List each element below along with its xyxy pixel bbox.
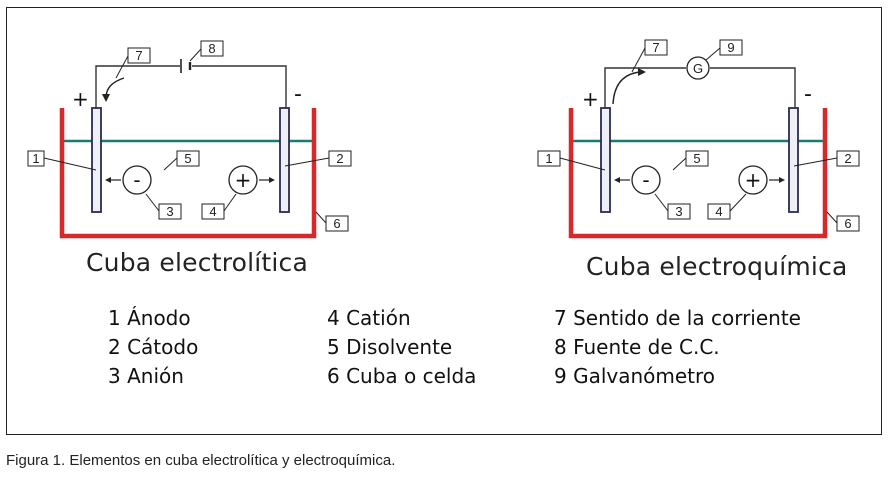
cathode-minus-sign: - bbox=[804, 82, 812, 107]
current-arrowhead bbox=[102, 94, 110, 102]
label-5: 5 bbox=[693, 151, 700, 166]
anion-circle bbox=[122, 165, 152, 195]
leader-5 bbox=[672, 157, 687, 171]
legend-item-cell: 6 Cuba o celda bbox=[327, 364, 477, 388]
label-box-8 bbox=[200, 40, 224, 57]
anion-arrowhead bbox=[105, 177, 111, 183]
legend-item-cation: 4 Catión bbox=[327, 306, 411, 330]
cation-arrowhead bbox=[779, 177, 785, 183]
leader-1 bbox=[43, 157, 97, 171]
label-3: 3 bbox=[166, 204, 173, 219]
current-direction-arrow bbox=[612, 71, 641, 105]
legend-item-solvent: 5 Disolvente bbox=[327, 335, 453, 359]
legend-item-anion: 3 Anión bbox=[108, 364, 184, 388]
anion-symbol: - bbox=[133, 168, 140, 192]
leader-6 bbox=[826, 211, 838, 224]
legend-column-2: 4 Catión 5 Disolvente 6 Cuba o celda bbox=[327, 304, 476, 391]
leader-8 bbox=[189, 48, 202, 62]
cation-arrowhead bbox=[269, 177, 275, 183]
leader-2 bbox=[793, 157, 838, 167]
legend-item-cathode: 2 Cátodo bbox=[108, 335, 199, 359]
diagram-canvas: + - - + 1 2 3 4 5 6 7 8 bbox=[27, 39, 860, 239]
label-box-7 bbox=[644, 39, 668, 56]
anode-electrode bbox=[600, 107, 611, 213]
anion-symbol: - bbox=[642, 168, 649, 192]
label-7: 7 bbox=[135, 48, 142, 63]
cation-symbol: + bbox=[235, 168, 252, 192]
label-box-6 bbox=[325, 215, 349, 232]
anode-plus-sign: + bbox=[72, 87, 89, 111]
cation-symbol: + bbox=[745, 168, 762, 192]
cathode-minus-sign: - bbox=[294, 82, 302, 107]
leader-4 bbox=[729, 193, 747, 212]
galvanometer bbox=[686, 56, 710, 80]
cathode-electrode bbox=[788, 107, 799, 213]
label-1: 1 bbox=[545, 151, 552, 166]
label-6: 6 bbox=[844, 216, 851, 231]
external-wire bbox=[95, 65, 287, 108]
legend-column-3: 7 Sentido de la corriente 8 Fuente de C.… bbox=[554, 304, 801, 391]
leader-7 bbox=[631, 47, 646, 73]
leader-4 bbox=[223, 193, 237, 212]
cell-container bbox=[59, 108, 317, 239]
electrolytic-cell: + - - + 1 2 3 4 5 6 7 8 bbox=[27, 40, 352, 239]
label-9: 9 bbox=[727, 40, 734, 55]
legend-item-galvanometer: 9 Galvanómetro bbox=[554, 364, 716, 388]
leader-1 bbox=[559, 157, 606, 171]
electrolytic-cell-caption: Cuba electrolítica bbox=[86, 248, 309, 277]
label-8: 8 bbox=[208, 41, 215, 56]
label-box-3 bbox=[158, 203, 182, 220]
cathode-electrode bbox=[279, 107, 290, 213]
label-4: 4 bbox=[209, 204, 216, 219]
electrochemical-cell-caption: Cuba electroquímica bbox=[586, 252, 848, 281]
label-2: 2 bbox=[844, 151, 851, 166]
anion-arrowhead bbox=[614, 177, 620, 183]
legend-item-dc-source: 8 Fuente de C.C. bbox=[554, 335, 720, 359]
label-1: 1 bbox=[32, 151, 39, 166]
label-box-7 bbox=[127, 47, 151, 64]
anion-circle bbox=[631, 165, 661, 195]
leader-3 bbox=[654, 193, 669, 212]
label-4: 4 bbox=[715, 204, 722, 219]
label-box-4 bbox=[201, 203, 225, 220]
label-7: 7 bbox=[652, 40, 659, 55]
anode-plus-sign: + bbox=[582, 87, 599, 111]
leader-9 bbox=[705, 47, 721, 61]
label-6: 6 bbox=[333, 216, 340, 231]
figure-caption: Figura 1. Elementos en cuba electrolític… bbox=[6, 452, 396, 469]
leader-7 bbox=[115, 55, 129, 79]
figure-frame bbox=[6, 7, 882, 435]
label-box-9 bbox=[719, 39, 743, 56]
label-3: 3 bbox=[675, 204, 682, 219]
label-box-6 bbox=[836, 215, 860, 232]
current-arrowhead bbox=[638, 68, 646, 76]
galvanometer-symbol: G bbox=[693, 61, 703, 76]
legend-column-1: 1 Ánodo 2 Cátodo 3 Anión bbox=[108, 304, 198, 391]
label-box-3 bbox=[667, 203, 691, 220]
electrochemical-cell: G + - - + 1 2 3 4 5 6 7 bbox=[537, 39, 860, 239]
cell-container bbox=[568, 108, 828, 239]
label-2: 2 bbox=[336, 151, 343, 166]
label-5: 5 bbox=[184, 151, 191, 166]
leader-3 bbox=[145, 193, 160, 212]
cation-circle bbox=[738, 165, 768, 195]
legend-item-current-direction: 7 Sentido de la corriente bbox=[554, 306, 801, 330]
label-box-4 bbox=[707, 203, 731, 220]
leader-5 bbox=[163, 157, 178, 171]
legend-item-anode: 1 Ánodo bbox=[108, 306, 191, 330]
cation-circle bbox=[228, 165, 258, 195]
anode-electrode bbox=[91, 107, 102, 213]
leader-6 bbox=[315, 211, 327, 224]
leader-2 bbox=[284, 157, 330, 167]
external-wire bbox=[604, 67, 796, 108]
